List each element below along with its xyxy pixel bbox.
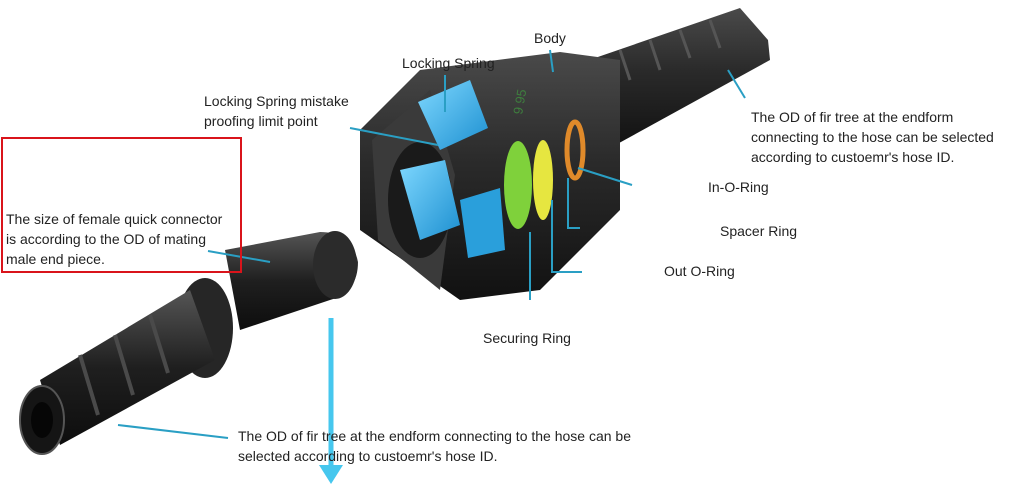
label-spacer-ring: Spacer Ring [720, 223, 798, 239]
label-securing-ring: Securing Ring [483, 330, 571, 346]
locking-spring [418, 80, 488, 150]
leader-fir-tree-top [727, 69, 746, 99]
label-mistake-point-1: Locking Spring mistake [204, 93, 349, 109]
female-connector: 9 95 [360, 8, 770, 300]
leader-mistake-point [349, 127, 439, 146]
label-fir-tree-top-2: connecting to the hose can be selected [751, 129, 994, 145]
leader-in-o-ring [577, 167, 633, 186]
label-out-o-ring: Out O-Ring [664, 263, 735, 279]
label-fir-tree-top-1: The OD of fir tree at the endform [751, 109, 954, 125]
label-mistake-point-2: proofing limit point [204, 113, 318, 129]
leader-body [549, 49, 554, 73]
label-size-note-3: male end piece. [6, 251, 105, 267]
spacer-ring [533, 140, 553, 220]
label-size-note-2: is according to the OD of mating [6, 231, 206, 247]
leader-out-o-ring [551, 200, 582, 273]
down-arrow [319, 318, 343, 484]
leader-fir-tree-bottom [117, 424, 229, 439]
in-o-ring [564, 119, 586, 181]
leader-size-note [207, 250, 271, 263]
male-end-piece [19, 231, 358, 455]
label-fir-tree-bottom-1: The OD of fir tree at the endform connec… [238, 428, 632, 444]
label-fir-tree-top-3: according to custoemr's hose ID. [751, 149, 955, 165]
size-note-box [1, 137, 242, 273]
leader-spacer-ring [567, 178, 580, 229]
leader-lines [117, 49, 746, 439]
securing-ring [504, 141, 532, 229]
label-in-o-ring: In-O-Ring [708, 179, 769, 195]
label-size-note-1: The size of female quick connector [6, 211, 223, 227]
label-fir-tree-bottom-2: selected according to custoemr's hose ID… [238, 448, 498, 464]
label-locking-spring: Locking Spring [402, 55, 495, 71]
svg-text:9 95: 9 95 [510, 88, 529, 116]
label-body: Body [534, 30, 566, 46]
